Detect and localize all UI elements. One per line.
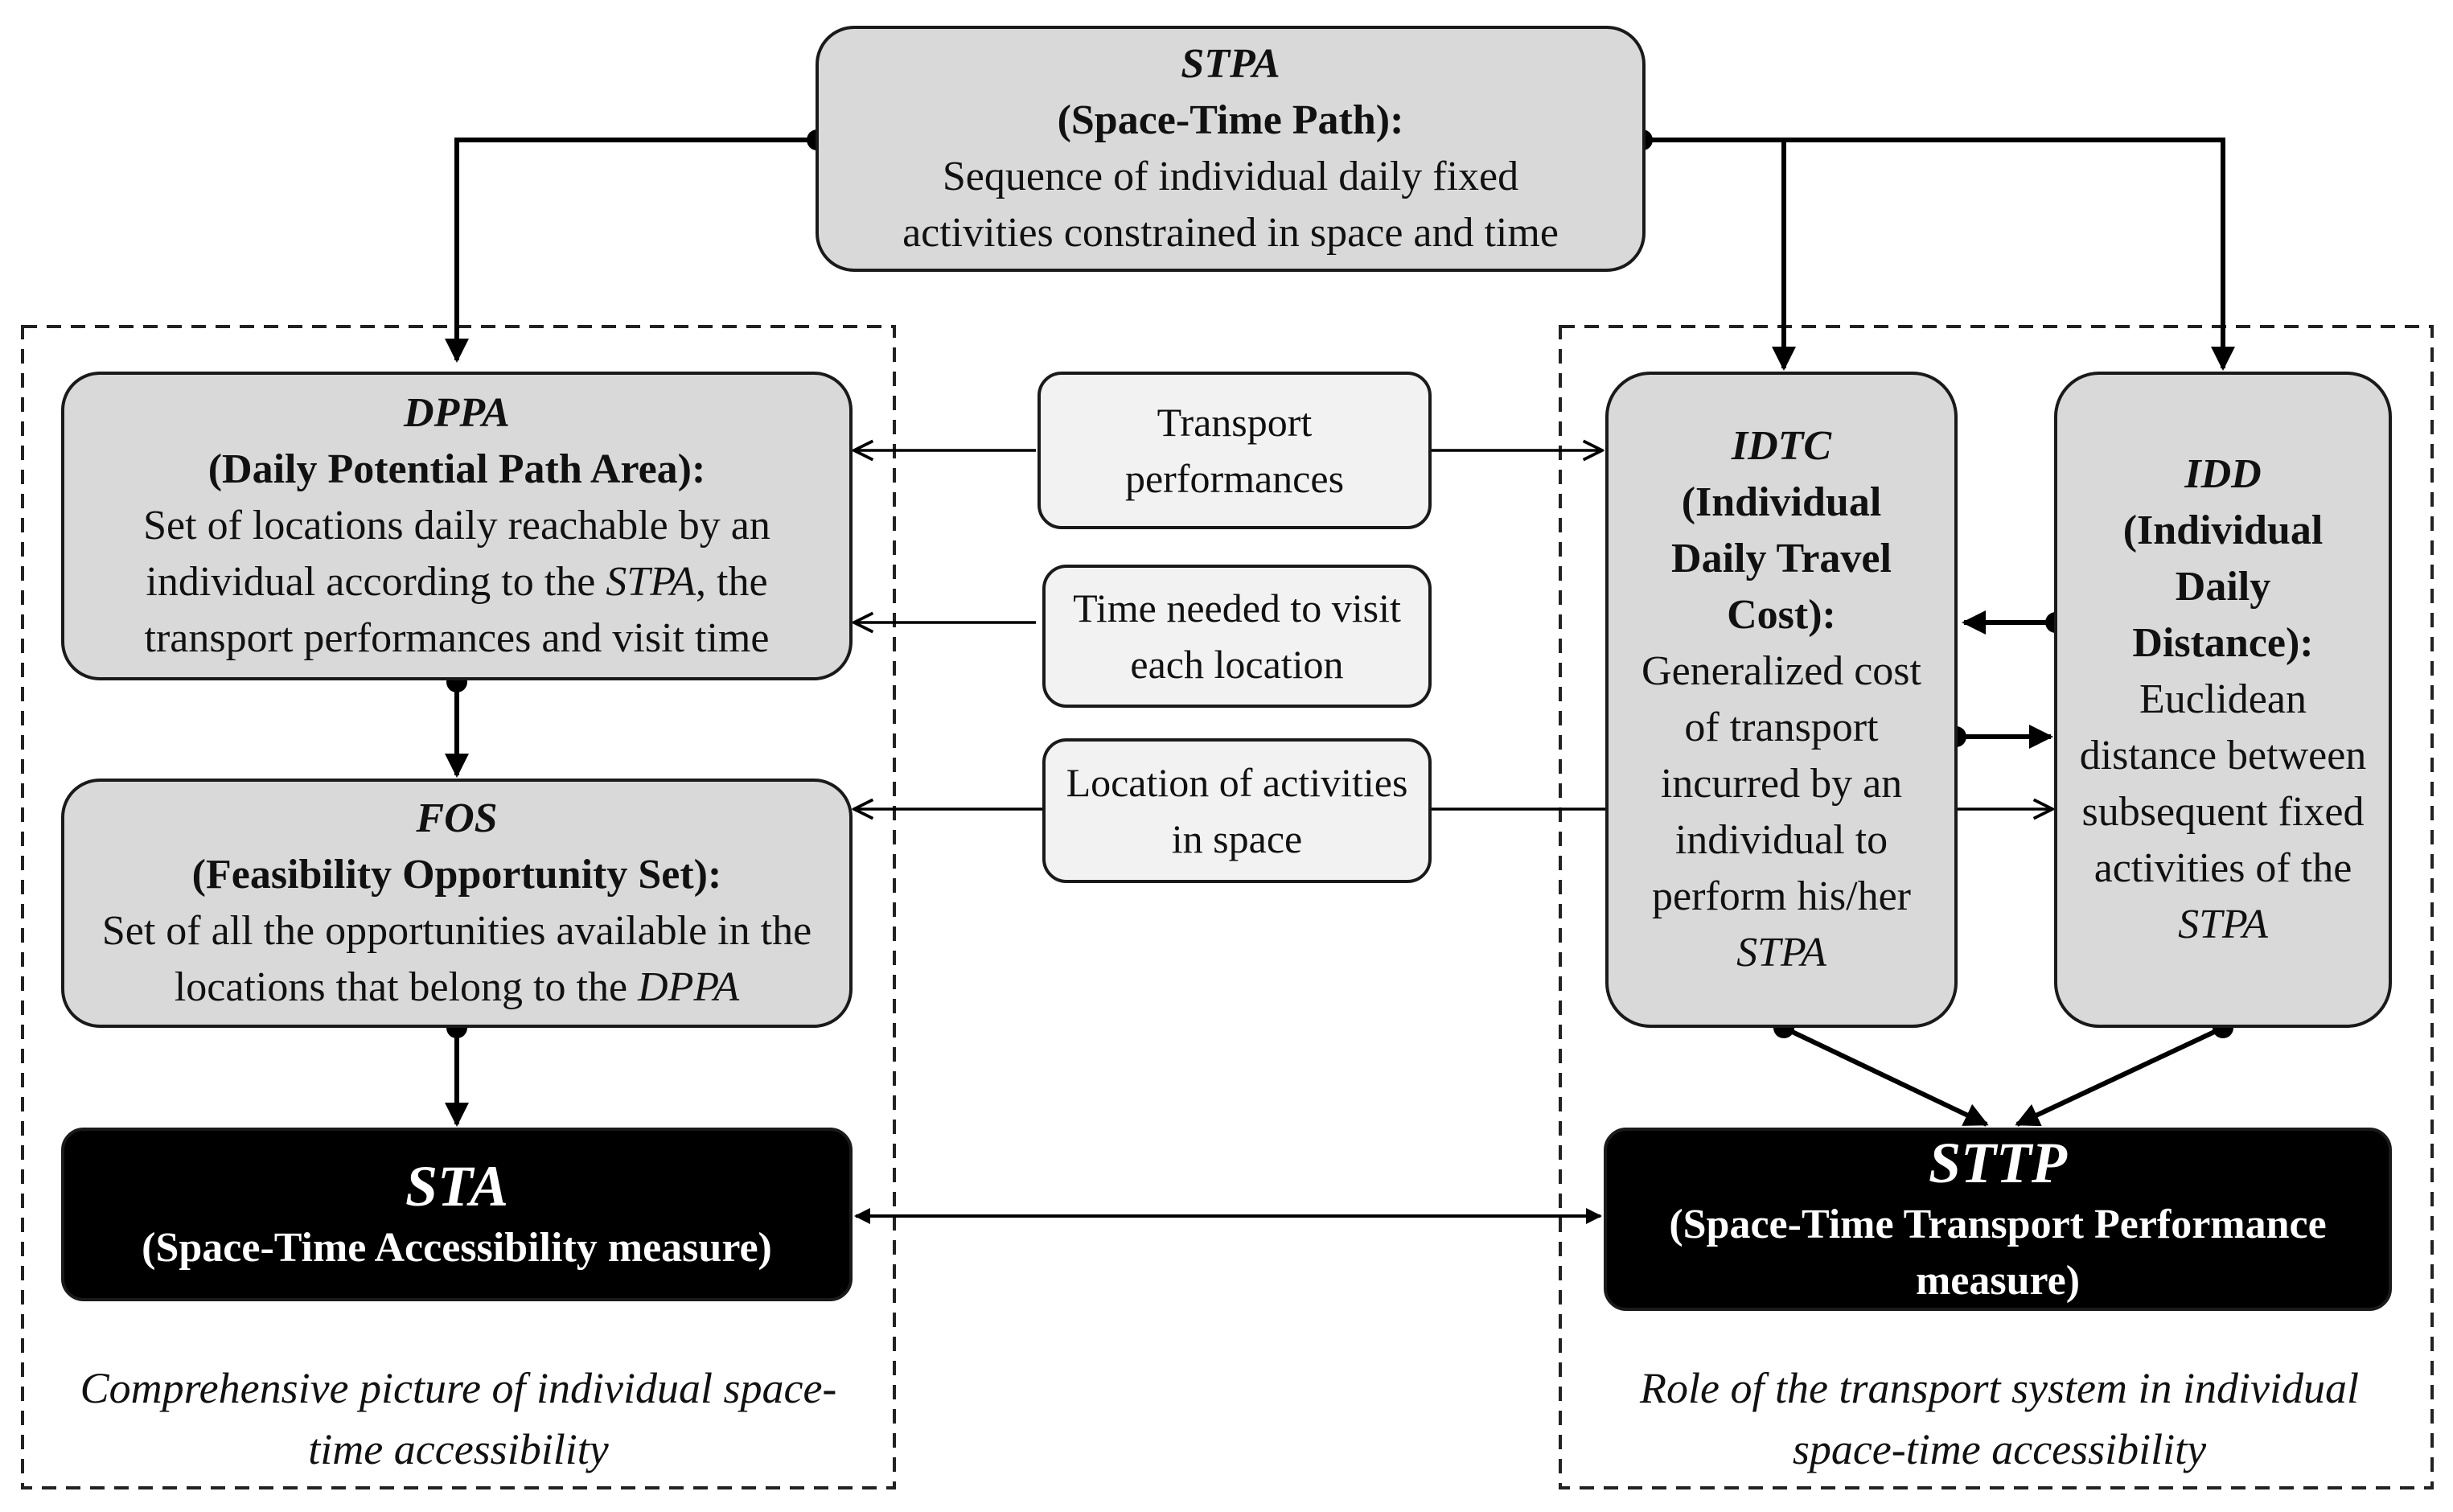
- dppa-desc-part1: Set of locations daily reachable by an i…: [143, 503, 770, 605]
- transport-performances-label: Transport performances: [1124, 400, 1345, 501]
- sttp-name: (Space-Time Transport Performance measur…: [1669, 1202, 2327, 1304]
- sttp-acronym: STTP: [1929, 1131, 2067, 1195]
- arrow-stpa-to-dppa: [445, 138, 817, 363]
- sttp-box: STTP (Space-Time Transport Performance m…: [1604, 1128, 2392, 1311]
- time-needed-label: Time needed to visit each location: [1073, 585, 1401, 687]
- arrow-idtc-to-sttp: [1782, 1025, 1989, 1127]
- idd-desc-text: Euclidean distance between subsequent fi…: [2079, 676, 2367, 891]
- fos-name: (Feasibility Opportunity Set):: [191, 852, 722, 898]
- dppa-name: (Daily Potential Path Area):: [207, 446, 706, 492]
- transport-performances-box: Transport performances: [1037, 372, 1432, 529]
- location-activities-box: Location of activities in space: [1042, 738, 1432, 883]
- fos-box: FOS (Feasibility Opportunity Set): Set o…: [61, 779, 853, 1028]
- dppa-desc-part2: , the transport performances and visit t…: [144, 559, 770, 661]
- stpa-box: STPA (Space-Time Path): Sequence of indi…: [816, 26, 1646, 272]
- sta-box: STA (Space-Time Accessibility measure): [61, 1128, 853, 1301]
- idd-box: IDD (Individual Daily Distance): Euclide…: [2054, 372, 2392, 1028]
- right-group-frame: [1559, 325, 2434, 1489]
- dppa-box: DPPA (Daily Potential Path Area): Set of…: [61, 372, 853, 680]
- sta-name: (Space-Time Accessibility measure): [142, 1225, 772, 1271]
- dppa-acronym: DPPA: [404, 390, 510, 436]
- idtc-box: IDTC (Individual Daily Travel Cost): Gen…: [1605, 372, 1958, 1028]
- dppa-desc-ref: STPA: [606, 559, 696, 605]
- idtc-name: (Individual Daily Travel Cost):: [1671, 479, 1892, 638]
- arrow-idd-to-sttp: [2015, 1025, 2225, 1127]
- idtc-acronym: IDTC: [1731, 423, 1832, 469]
- location-activities-label: Location of activities in space: [1066, 760, 1408, 861]
- idtc-desc-ref: STPA: [1736, 930, 1826, 976]
- sta-acronym: STA: [405, 1154, 509, 1218]
- stpa-desc: Sequence of individual daily fixed activ…: [902, 154, 1559, 256]
- idd-desc-ref: STPA: [2178, 902, 2268, 947]
- arrow-stpa-to-idtc: [1642, 138, 1796, 371]
- fos-desc-ref: DPPA: [638, 964, 740, 1010]
- left-group-caption: Comprehensive picture of individual spac…: [80, 1364, 837, 1473]
- stpa-acronym: STPA: [1181, 41, 1280, 87]
- idd-desc: Euclidean distance between subsequent fi…: [2078, 672, 2368, 953]
- arrow-stpa-to-idd: [1784, 138, 2235, 371]
- fos-desc: Set of all the opportunities available i…: [79, 903, 835, 1016]
- time-needed-box: Time needed to visit each location: [1042, 565, 1432, 708]
- stpa-name: (Space-Time Path):: [1057, 97, 1404, 143]
- dppa-desc: Set of locations daily reachable by an i…: [87, 498, 827, 667]
- idd-name: (Individual Daily Distance):: [2122, 507, 2324, 666]
- idd-acronym: IDD: [2184, 451, 2262, 497]
- fos-acronym: FOS: [416, 795, 498, 841]
- idtc-desc: Generalized cost of transport incurred b…: [1641, 648, 1921, 919]
- fos-desc-part1: Set of all the opportunities available i…: [101, 908, 812, 1010]
- right-group-caption: Role of the transport system in individu…: [1640, 1364, 2359, 1473]
